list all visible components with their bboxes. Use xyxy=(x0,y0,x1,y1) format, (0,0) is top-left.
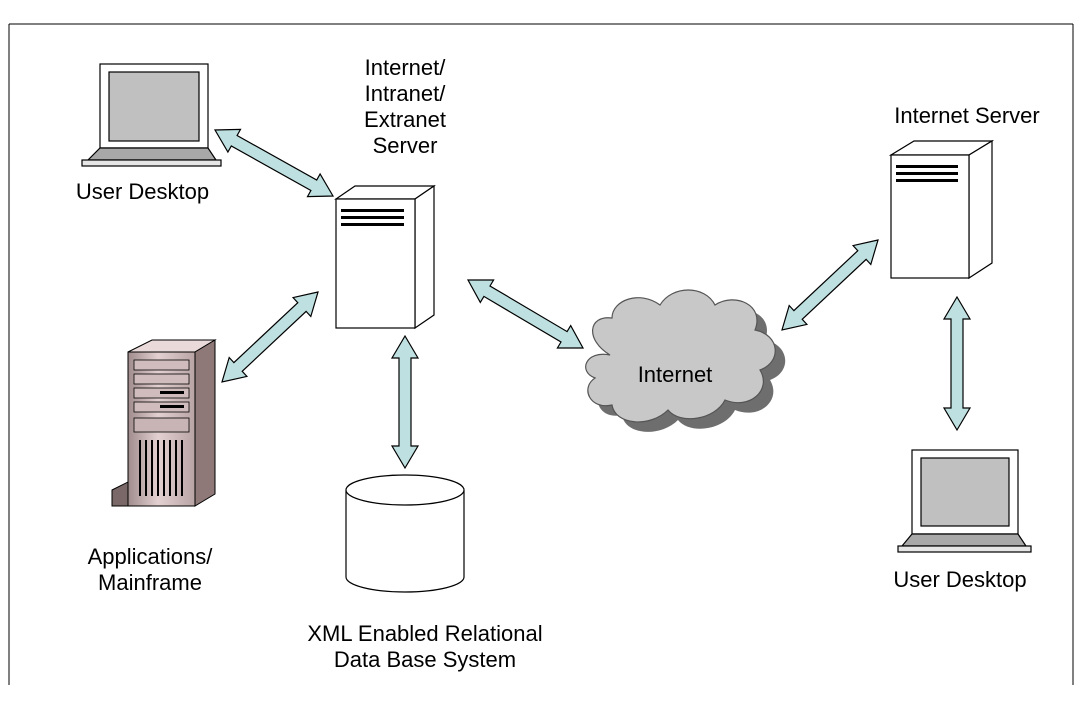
laptop-icon xyxy=(897,449,1032,553)
intranet-server-label: Internet/ Intranet/ Extranet Server xyxy=(340,55,470,159)
mainframe-label: Applications/ Mainframe xyxy=(50,544,250,596)
intranet-server-label-line: Extranet xyxy=(364,107,446,132)
double-arrow-icon xyxy=(390,334,420,470)
double-arrow-icon xyxy=(942,295,972,432)
cloud-icon xyxy=(585,289,786,432)
laptop-icon xyxy=(81,63,222,167)
double-arrow-icon xyxy=(213,128,335,198)
database-label: XML Enabled Relational Data Base System xyxy=(255,621,595,673)
user-desktop-right-label: User Desktop xyxy=(893,567,1027,592)
mainframe-label-line: Mainframe xyxy=(98,570,202,595)
database-label-line: XML Enabled Relational xyxy=(307,621,543,646)
connector-arrows xyxy=(213,128,972,470)
server-tower-icon xyxy=(334,184,436,330)
database-label-line: Data Base System xyxy=(333,647,517,672)
intranet-server-label-line: Server xyxy=(372,133,438,158)
user-desktop-left-label: User Desktop xyxy=(75,179,210,204)
double-arrow-icon xyxy=(221,291,319,383)
double-arrow-icon xyxy=(781,239,879,331)
double-arrow-icon xyxy=(466,279,585,349)
diagram-frame xyxy=(8,23,1074,685)
mainframe-label-line: Applications/ xyxy=(87,544,213,569)
server-tower-icon xyxy=(888,139,995,280)
mainframe-tower-icon xyxy=(111,339,217,507)
intranet-server-label-line: Intranet/ xyxy=(364,81,446,106)
internet-server-label: Internet Server xyxy=(894,103,1040,128)
internet-cloud-label: Internet xyxy=(637,362,713,387)
intranet-server-label-line: Internet/ xyxy=(364,55,446,80)
database-cylinder-icon xyxy=(345,474,465,593)
